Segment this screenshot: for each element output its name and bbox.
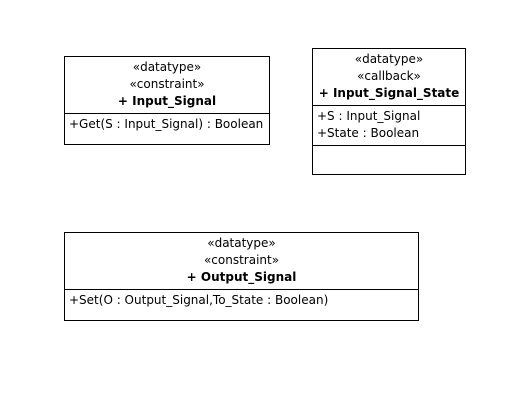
stereotype-label: «callback» (357, 69, 421, 83)
class-header: «datatype» «callback» + Input_Signal_Sta… (313, 49, 465, 105)
class-output-signal[interactable]: «datatype» «constraint» + Output_Signal … (64, 232, 419, 321)
class-header: «datatype» «constraint» + Output_Signal (65, 233, 418, 289)
operations-compartment (313, 145, 465, 166)
stereotype-label: «constraint» (129, 77, 205, 91)
class-name: + Output_Signal (186, 270, 297, 284)
attribute-item: +State : Boolean (317, 126, 420, 140)
operation-item: +Get(S : Input_Signal) : Boolean (69, 117, 264, 131)
class-name: + Input_Signal_State (318, 86, 460, 100)
stereotype-label: «datatype» (132, 60, 202, 74)
class-input-signal[interactable]: «datatype» «constraint» + Input_Signal +… (64, 56, 270, 145)
stereotype-label: «datatype» (354, 52, 424, 66)
stereotype-label: «constraint» (203, 253, 280, 267)
class-header: «datatype» «constraint» + Input_Signal (65, 57, 269, 113)
attribute-item: +S : Input_Signal (317, 109, 421, 123)
operations-compartment: +Get(S : Input_Signal) : Boolean (65, 113, 269, 136)
class-input-signal-state[interactable]: «datatype» «callback» + Input_Signal_Sta… (312, 48, 466, 175)
attributes-compartment: +S : Input_Signal +State : Boolean (313, 105, 465, 145)
operations-compartment: +Set(O : Output_Signal,To_State : Boolea… (65, 289, 418, 312)
stereotype-label: «datatype» (207, 236, 276, 250)
class-name: + Input_Signal (117, 94, 217, 108)
operation-item: +Set(O : Output_Signal,To_State : Boolea… (69, 293, 329, 307)
